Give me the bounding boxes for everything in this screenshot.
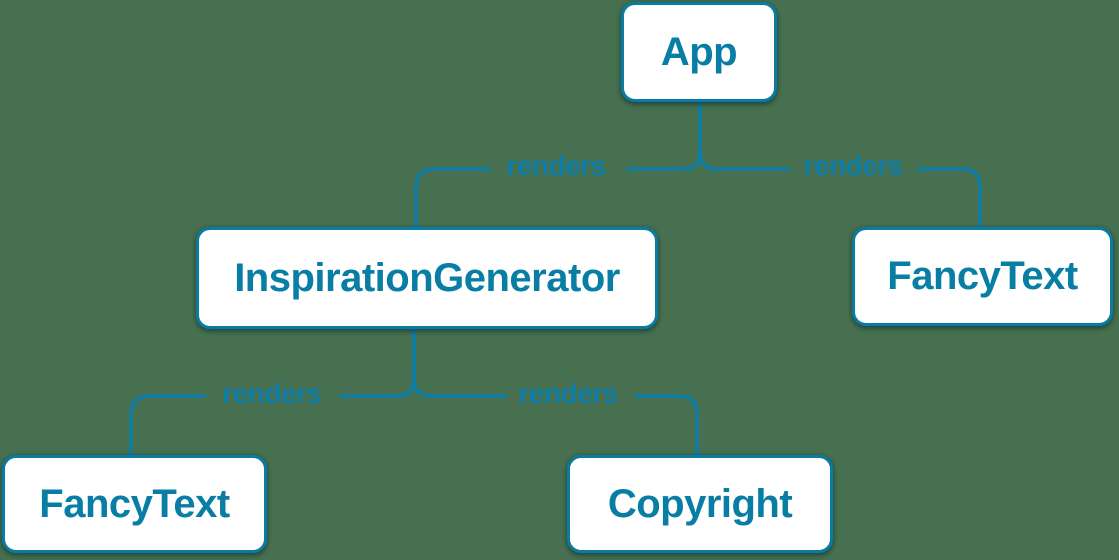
edge-app-inspirationgenerator-label: renders: [506, 150, 606, 181]
node-inspiration-generator-label: InspirationGenerator: [234, 255, 620, 300]
node-copyright: Copyright: [567, 455, 833, 553]
node-fancy-text-top-label: FancyText: [887, 254, 1078, 298]
node-fancy-text-bottom-label: FancyText: [39, 481, 230, 526]
edge-inspirationgenerator-copyright-line: [412, 327, 699, 457]
edge-inspirationgenerator-fancytext-label: renders: [222, 378, 322, 409]
node-inspiration-generator: InspirationGenerator: [196, 227, 658, 329]
edge-app-fancytext-line: [698, 100, 982, 229]
node-fancy-text-top: FancyText: [852, 227, 1113, 326]
edge-app-fancytext-label: renders: [803, 150, 903, 181]
node-fancy-text-bottom: FancyText: [2, 455, 267, 553]
edge-inspirationgenerator-copyright-label: renders: [518, 378, 618, 409]
node-app-label: App: [660, 29, 738, 74]
node-copyright-label: Copyright: [607, 481, 793, 526]
node-app: App: [621, 2, 777, 102]
